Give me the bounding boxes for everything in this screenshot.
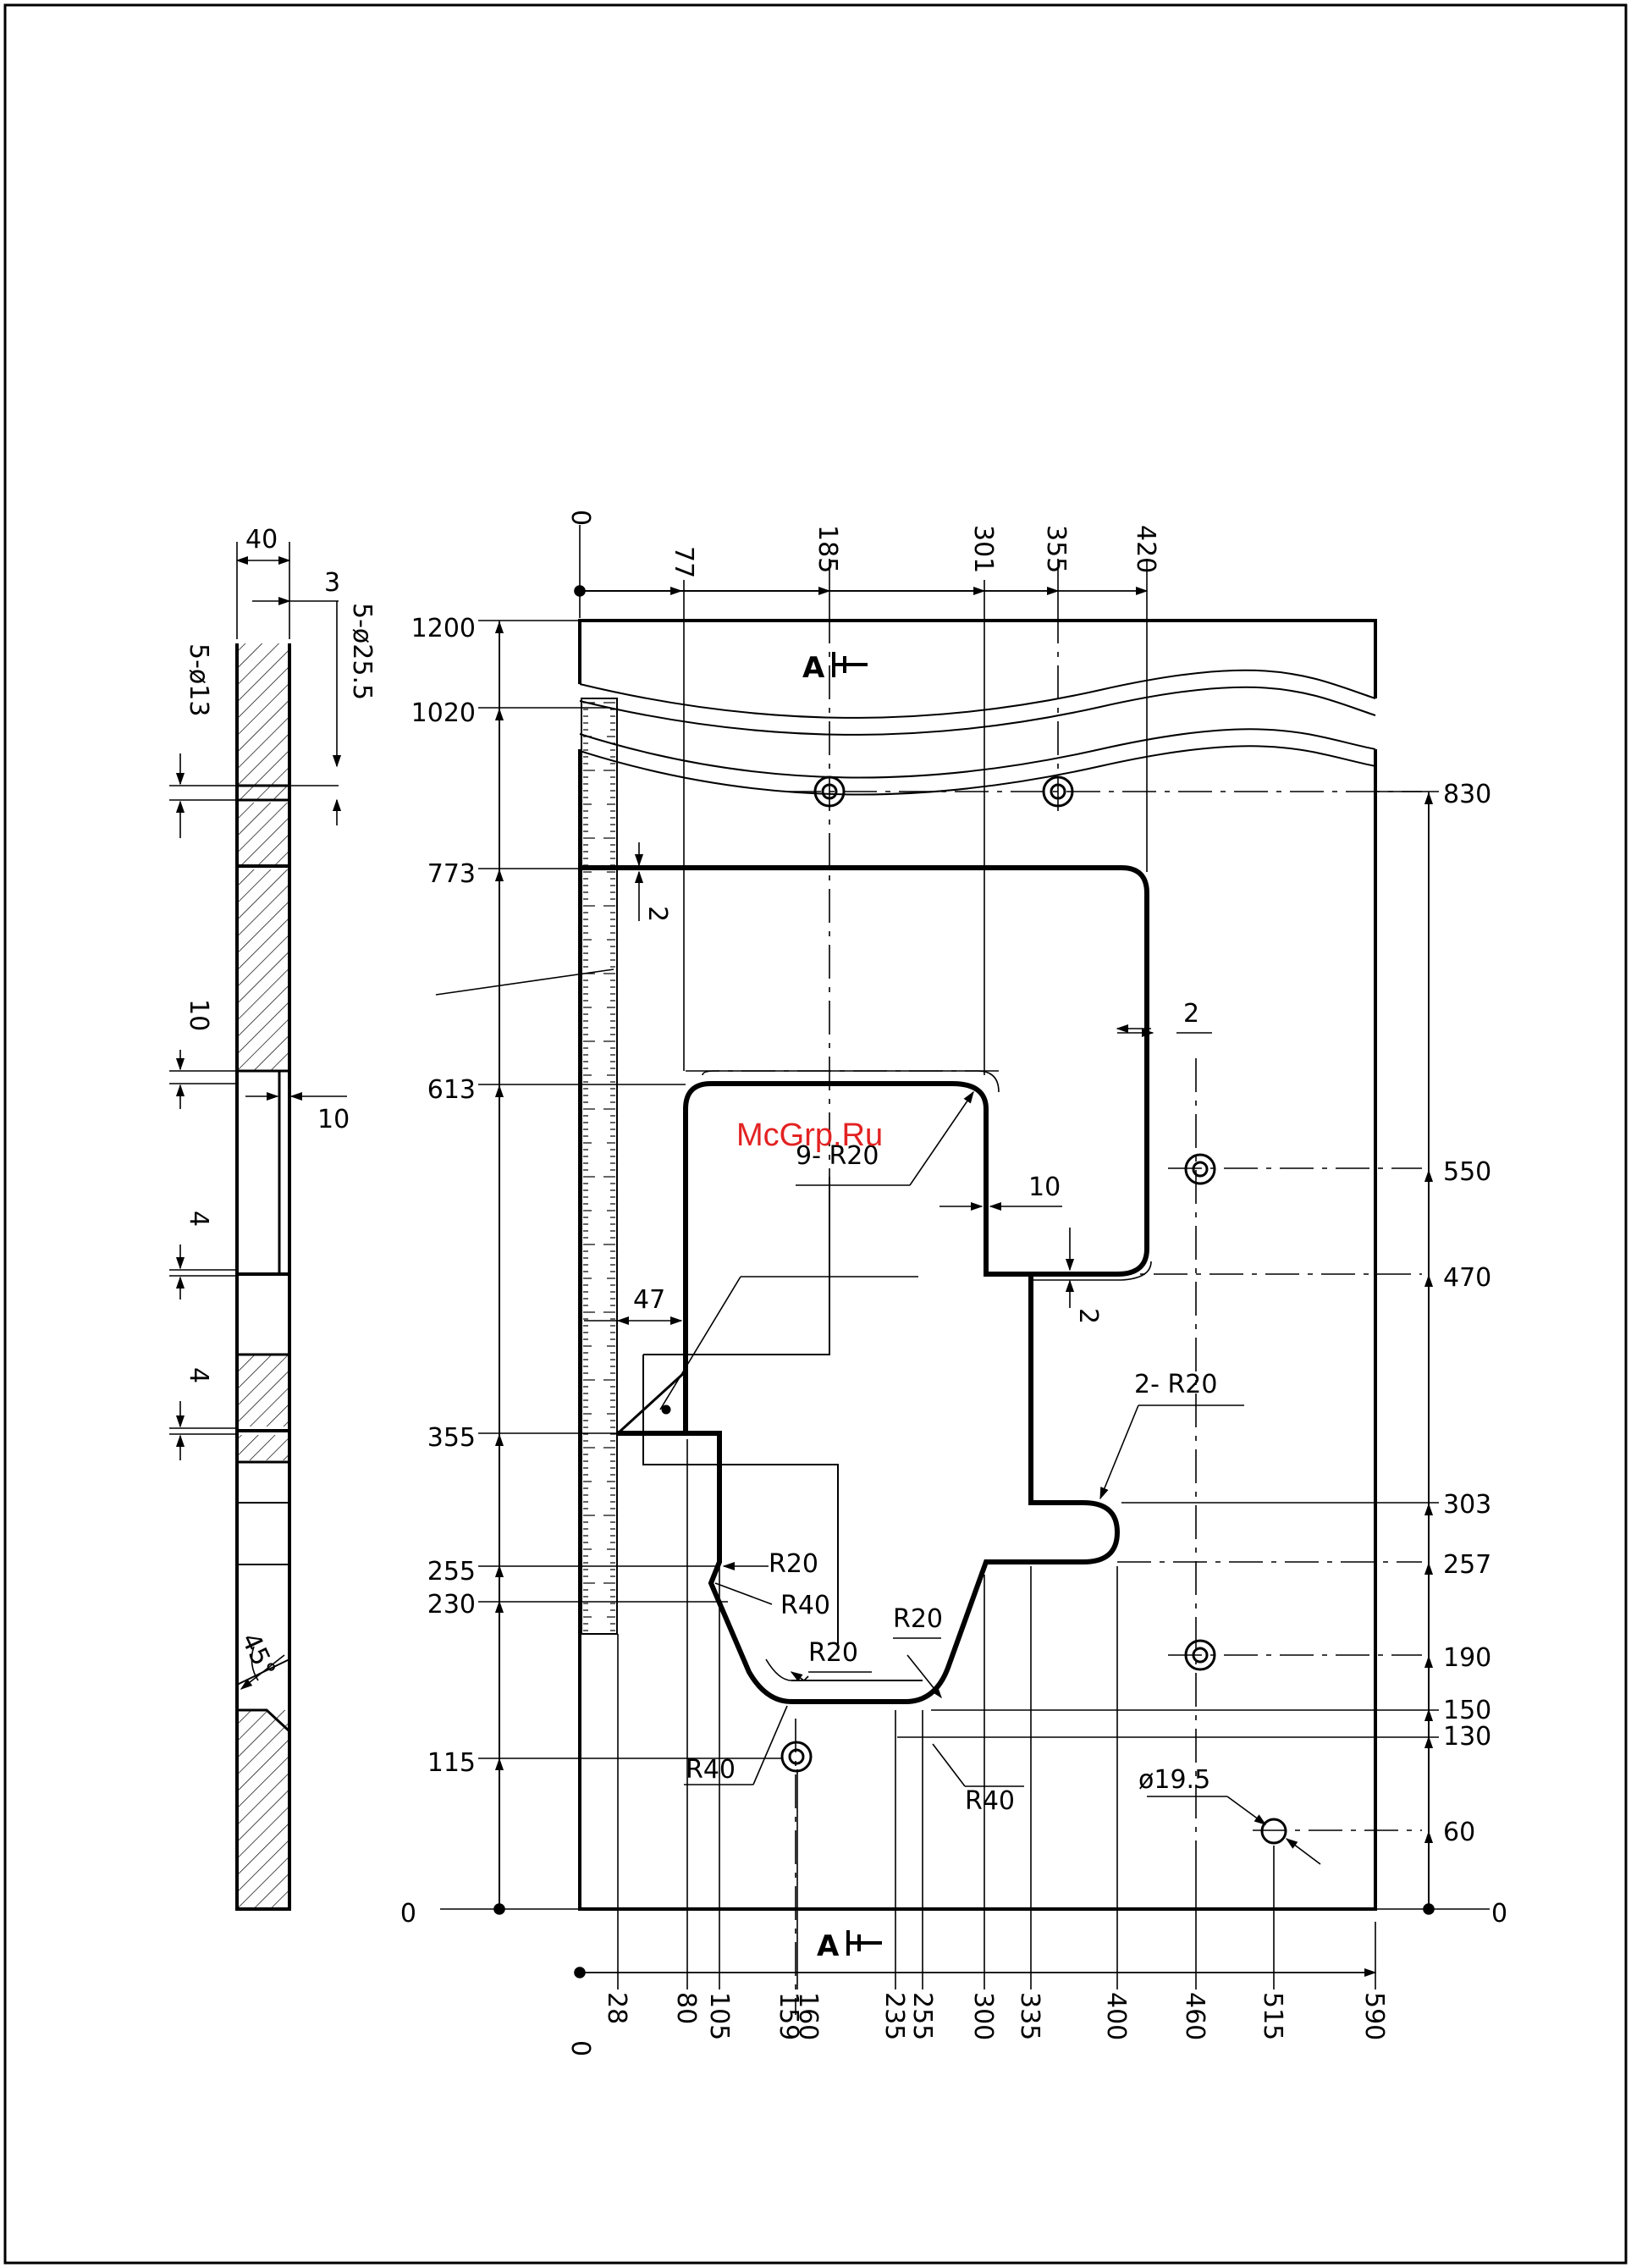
section-dim-rebate-depth: 10 — [184, 999, 213, 1031]
section-dim-step-a: 4 — [184, 1211, 213, 1227]
note-r40-b: R40 — [686, 1755, 736, 1785]
left-y-355: 355 — [427, 1423, 476, 1453]
section-dim-rebate-width: 10 — [317, 1105, 350, 1134]
top-x-355: 355 — [1041, 525, 1071, 573]
right-y-150: 150 — [1443, 1696, 1491, 1725]
note-r-two: 2- R20 — [1134, 1370, 1217, 1399]
right-y-830: 830 — [1443, 780, 1491, 809]
note-r40-a: R40 — [780, 1591, 830, 1620]
bottom-x-590: 590 — [1359, 1992, 1389, 2040]
bottom-x-labels: 0 28 80 105 160 159 235 255 300 335 400 … — [565, 1992, 1389, 2056]
bottom-x-0: 0 — [565, 2040, 595, 2056]
note-hole-dia: ø19.5 — [1138, 1765, 1210, 1795]
note-r20-b: R20 — [808, 1638, 858, 1668]
top-x-420: 420 — [1131, 525, 1160, 573]
right-y-470: 470 — [1443, 1263, 1491, 1293]
bottom-x-335: 335 — [1015, 1992, 1044, 2040]
left-y-255: 255 — [427, 1557, 476, 1586]
break-line-1 — [580, 670, 1375, 718]
right-y-550: 550 — [1443, 1157, 1491, 1187]
left-y-labels: 1200 1020 773 613 355 255 230 115 0 — [400, 614, 476, 1929]
left-y-613: 613 — [427, 1075, 476, 1105]
left-y-1200: 1200 — [411, 614, 476, 643]
section-hatch-low — [237, 1355, 289, 1426]
ruler-strip — [581, 698, 617, 1634]
hole-115 — [782, 1742, 811, 1771]
note-step-10: 10 — [1028, 1173, 1061, 1202]
section-mark-bottom-label: A — [817, 1929, 840, 1963]
section-dim-hole-small: 5-ø13 — [184, 643, 213, 716]
centerlines — [686, 610, 1422, 2015]
corner-triangle — [618, 1371, 686, 1433]
top-x-301: 301 — [968, 525, 998, 573]
bottom-x-400: 400 — [1101, 1992, 1131, 2040]
bottom-x-80: 80 — [671, 1992, 701, 2024]
note-r20-a: R20 — [769, 1549, 818, 1579]
hole-550 — [1186, 1155, 1215, 1184]
right-y-60: 60 — [1443, 1818, 1475, 1847]
note-width-47: 47 — [633, 1285, 665, 1315]
note-r40-c: R40 — [965, 1786, 1015, 1816]
ruler-ticks — [583, 703, 615, 1631]
section-dim-chamfer: 45° — [235, 1629, 281, 1682]
top-x-0: 0 — [565, 510, 595, 526]
left-y-0: 0 — [400, 1899, 416, 1929]
note-gap-a: 2 — [642, 906, 672, 922]
note-gap-c: 2 — [1073, 1308, 1103, 1324]
bottom-x-28: 28 — [602, 1992, 631, 2024]
top-x-77: 77 — [669, 546, 698, 578]
top-x-185: 185 — [813, 525, 842, 573]
left-y-230: 230 — [427, 1590, 476, 1620]
section-hatch-bottom — [237, 1710, 289, 1909]
section-dim-step-b: 4 — [184, 1367, 213, 1383]
section-view — [237, 643, 289, 1909]
section-hatch-low2 — [237, 1435, 289, 1460]
right-y-labels: 830 550 470 303 257 190 150 130 60 0 — [1443, 780, 1507, 1929]
hole-60 — [1262, 1819, 1286, 1843]
section-dim-thickness: 40 — [245, 525, 278, 555]
section-dim-offset: 3 — [324, 568, 340, 598]
section-marker-bottom: A — [817, 1929, 882, 1963]
left-y-773: 773 — [427, 859, 476, 889]
plan-dimensions — [436, 525, 1490, 1989]
section-hatch-mid — [237, 869, 289, 1071]
section-hatch-top — [237, 643, 289, 800]
bottom-x-159: 159 — [774, 1992, 803, 2040]
plan-notes: 2 2 2 10 47 9- R20 2- R20 R20 R40 R20 R2… — [633, 906, 1217, 1816]
bottom-x-255: 255 — [907, 1992, 937, 2040]
section-hatch-upper — [237, 803, 289, 866]
section-mark-top-label: A — [802, 651, 825, 685]
note-r20-c: R20 — [893, 1604, 943, 1634]
bottom-x-515: 515 — [1258, 1992, 1287, 2040]
right-y-190: 190 — [1443, 1643, 1491, 1673]
right-y-130: 130 — [1443, 1722, 1491, 1752]
right-y-0: 0 — [1491, 1899, 1507, 1929]
break-line-2 — [580, 729, 1375, 777]
left-y-115: 115 — [427, 1748, 476, 1778]
bottom-x-105: 105 — [704, 1992, 734, 2040]
watermark: McGrp.Ru — [736, 1117, 883, 1153]
section-dim-hole-big: 5-ø25.5 — [347, 603, 377, 700]
top-x-labels: 0 77 185 301 355 420 — [565, 510, 1160, 578]
bottom-x-235: 235 — [879, 1992, 909, 2040]
right-y-303: 303 — [1443, 1490, 1491, 1520]
bottom-x-300: 300 — [968, 1992, 998, 2040]
section-marker-top: A — [802, 651, 868, 685]
right-y-257: 257 — [1443, 1550, 1491, 1580]
left-y-1020: 1020 — [411, 698, 476, 728]
bottom-x-460: 460 — [1180, 1992, 1209, 2040]
note-gap-b: 2 — [1183, 999, 1199, 1029]
holes — [782, 777, 1286, 1843]
